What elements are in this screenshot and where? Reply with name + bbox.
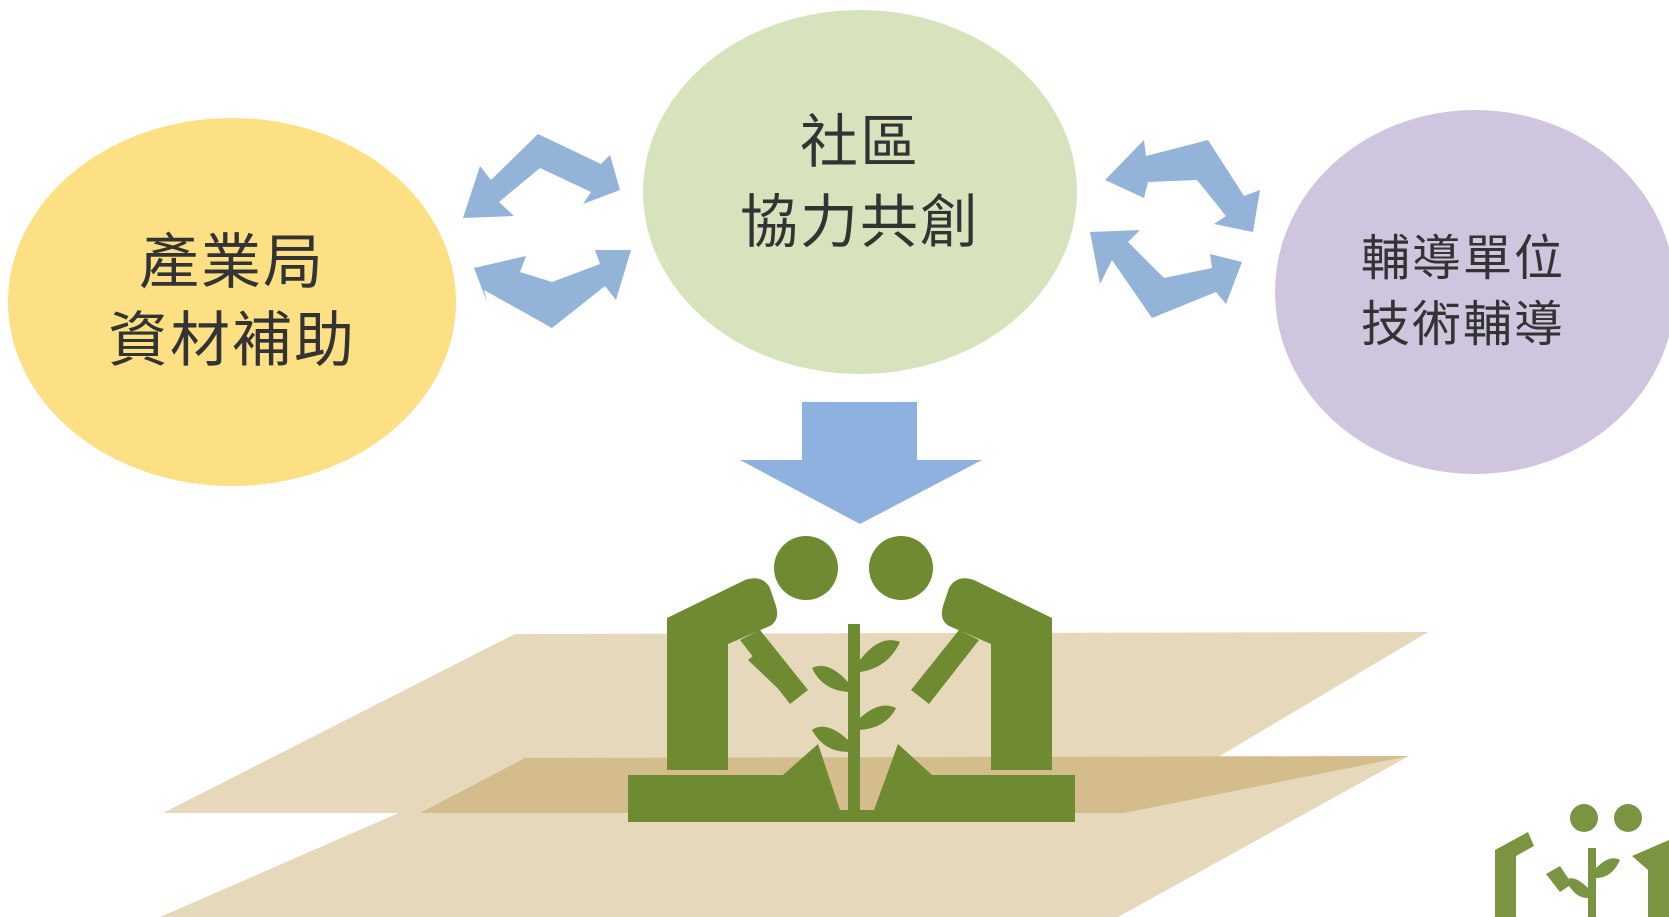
industry-bubble-shape xyxy=(8,118,456,486)
industry-bubble-line1: 產業局 xyxy=(139,228,325,298)
down-arrow-icon xyxy=(740,402,982,524)
left-exchange-arrows-icon xyxy=(463,134,631,328)
advisor-bubble-line1: 輔導單位 xyxy=(1360,230,1565,287)
people-planting-seedling-icon xyxy=(628,536,1075,822)
right-exchange-arrows-icon xyxy=(1090,140,1260,318)
community-bubble-line1: 社區 xyxy=(799,108,920,176)
community-bubble-shape xyxy=(643,10,1077,374)
advisor-bubble-shape xyxy=(1275,110,1669,474)
advisory-unit-bubble: 輔導單位 技術輔導 xyxy=(1275,110,1669,474)
community-cocreation-bubble: 社區 協力共創 xyxy=(643,10,1077,374)
industry-bureau-bubble: 產業局 資材補助 xyxy=(8,118,456,486)
industry-bubble-line2: 資材補助 xyxy=(108,306,356,376)
advisor-bubble-line2: 技術輔導 xyxy=(1360,296,1565,353)
corner-logo xyxy=(1495,804,1669,917)
community-bubble-line2: 協力共創 xyxy=(739,188,980,256)
